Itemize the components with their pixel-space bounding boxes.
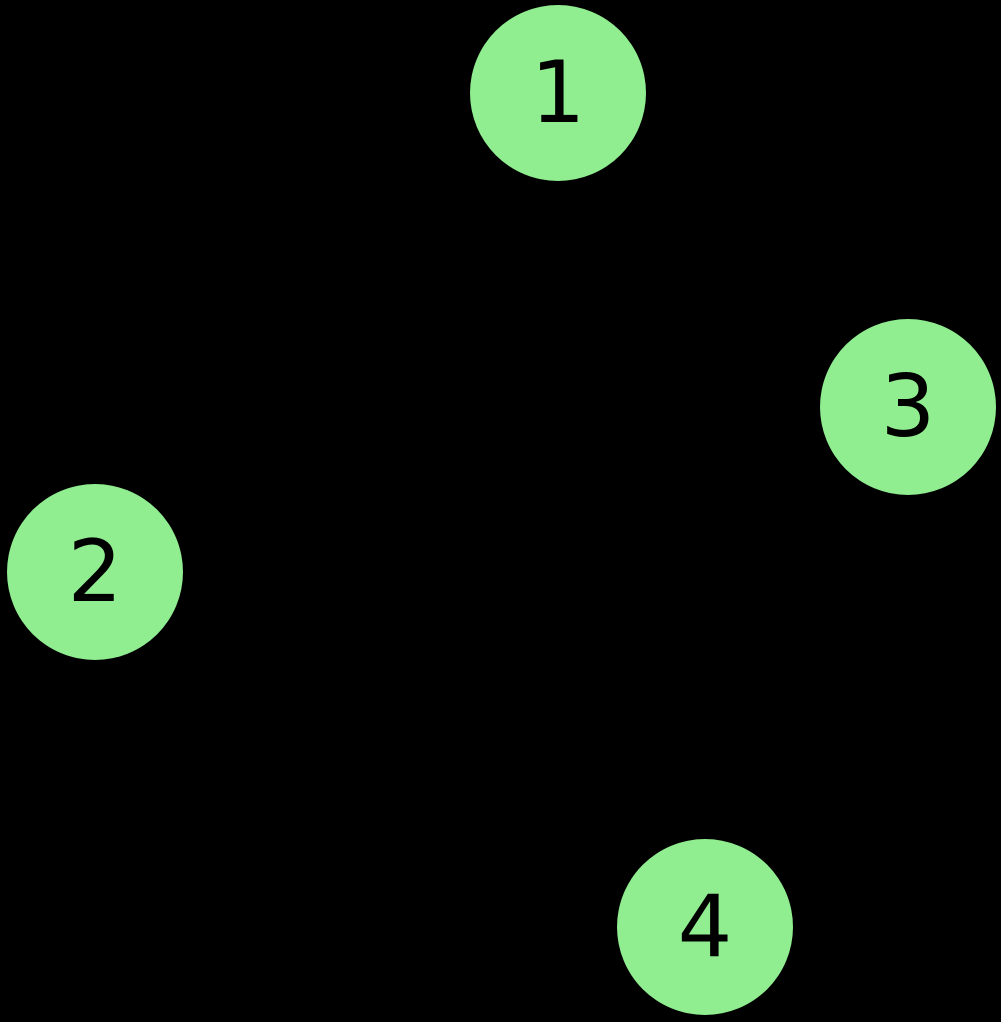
graph-node-label: 2 <box>67 522 123 622</box>
graph-node-label: 4 <box>677 877 733 977</box>
graph-node-4: 4 <box>617 839 793 1015</box>
graph-node-2: 2 <box>7 484 183 660</box>
graph-node-label: 1 <box>530 43 586 143</box>
graph-node-label: 3 <box>880 357 936 457</box>
graph-node-3: 3 <box>820 319 996 495</box>
graph-node-1: 1 <box>470 5 646 181</box>
